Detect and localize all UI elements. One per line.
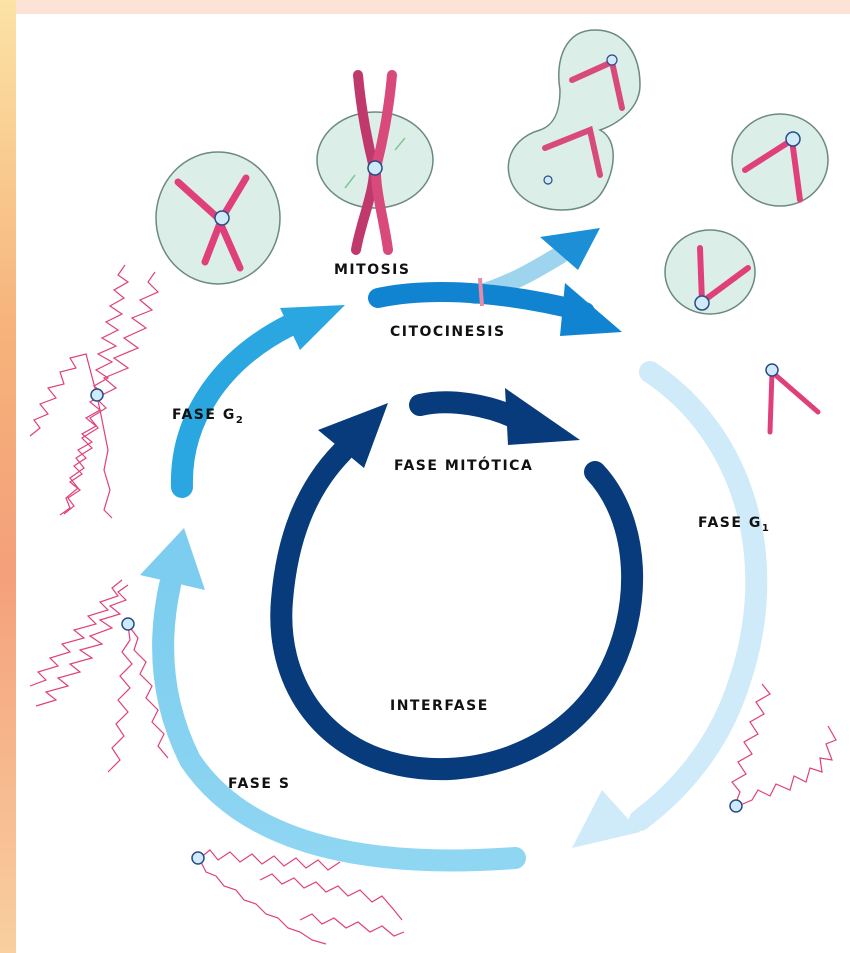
label-citocinesis: CITOCINESIS xyxy=(390,324,506,340)
label-interfase: INTERFASE xyxy=(390,698,489,714)
s-arc xyxy=(140,528,515,860)
cell-daughter-2 xyxy=(665,230,755,314)
chromosome-g2-extended xyxy=(30,265,158,518)
chromosome-g1-condensed xyxy=(766,364,818,432)
chromosome-s-replicated xyxy=(30,580,168,772)
g1-arc xyxy=(572,372,756,848)
cell-anaphase xyxy=(508,30,640,210)
fase-mitotica-arrow xyxy=(420,388,580,445)
chromosome-g1-extended xyxy=(730,684,836,812)
mitosis-branch-arrow xyxy=(475,228,600,295)
label-fase-g2-subscript: 2 xyxy=(236,415,243,426)
cell-metaphase xyxy=(317,75,433,250)
cell-daughter-1 xyxy=(732,114,828,206)
g2-arc xyxy=(182,305,345,487)
label-fase-mitotica: FASE MITÓTICA xyxy=(394,456,533,474)
cell-prophase xyxy=(156,152,280,284)
label-fase-g1-subscript: 1 xyxy=(762,523,769,534)
label-mitosis: MITOSIS xyxy=(334,262,410,278)
label-fase-s: FASE S xyxy=(228,776,290,792)
